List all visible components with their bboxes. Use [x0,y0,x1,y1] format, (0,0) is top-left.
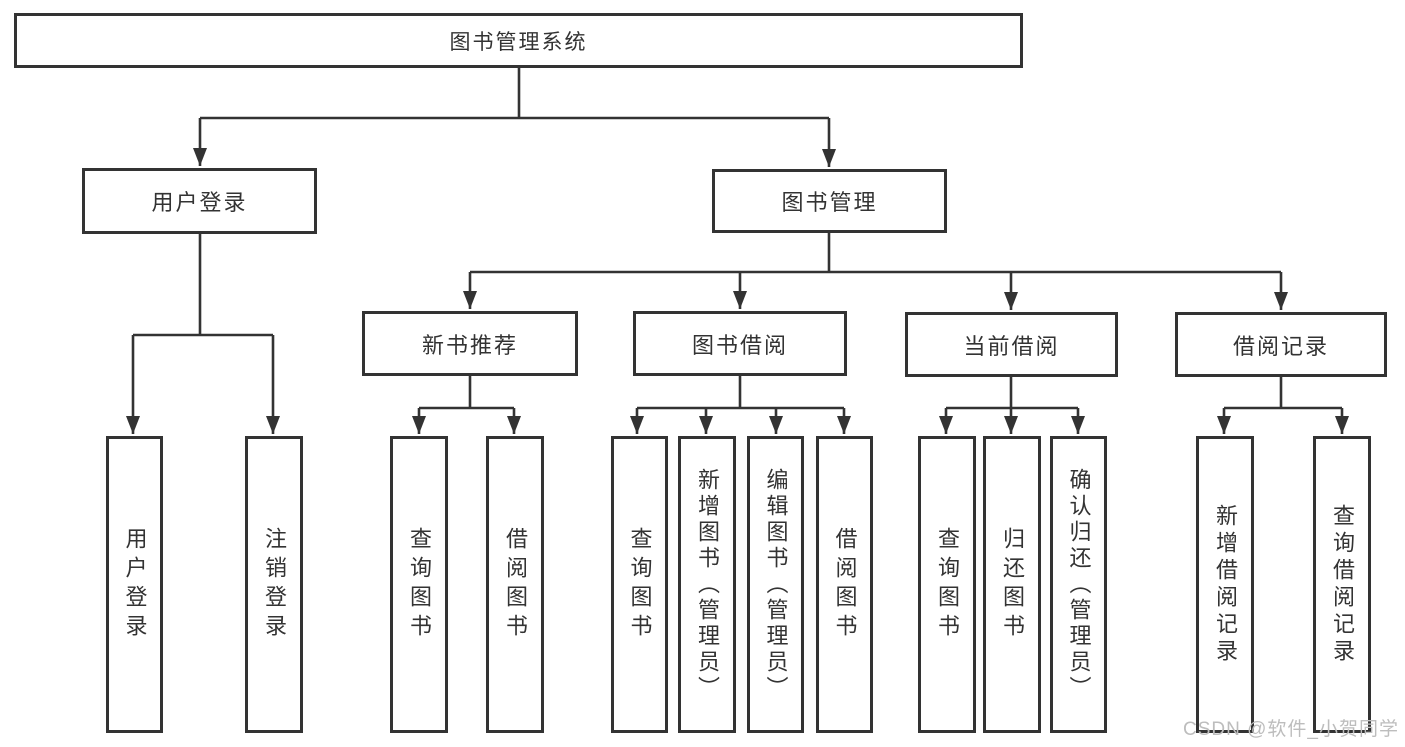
leaf-query-borrow-record: 查询借阅记录 [1313,436,1371,733]
node-current-borrowing: 当前借阅 [905,312,1118,377]
node-book-management: 图书管理 [712,169,947,233]
csdn-watermark: CSDN @软件_小贺同学 [1183,719,1399,740]
leaf-add-books-admin: 新增图书（管理员） [678,436,736,733]
node-borrowing-records: 借阅记录 [1175,312,1387,377]
leaf-query-books-borrowing: 查询图书 [611,436,668,733]
leaf-confirm-return-admin: 确认归还（管理员） [1050,436,1107,733]
node-root-system: 图书管理系统 [14,13,1023,68]
leaf-borrow-books-borrowing: 借阅图书 [816,436,873,733]
leaf-borrow-books-recommend: 借阅图书 [486,436,544,733]
leaf-user-login: 用户登录 [106,436,163,733]
node-new-book-recommendation: 新书推荐 [362,311,578,376]
leaf-logout-login: 注销登录 [245,436,303,733]
leaf-add-borrow-record: 新增借阅记录 [1196,436,1254,733]
leaf-return-books: 归还图书 [983,436,1041,733]
leaf-query-books-current: 查询图书 [918,436,976,733]
leaf-query-books-recommend: 查询图书 [390,436,448,733]
node-book-borrowing: 图书借阅 [633,311,847,376]
node-user-login: 用户登录 [82,168,317,234]
leaf-edit-books-admin: 编辑图书（管理员） [747,436,804,733]
